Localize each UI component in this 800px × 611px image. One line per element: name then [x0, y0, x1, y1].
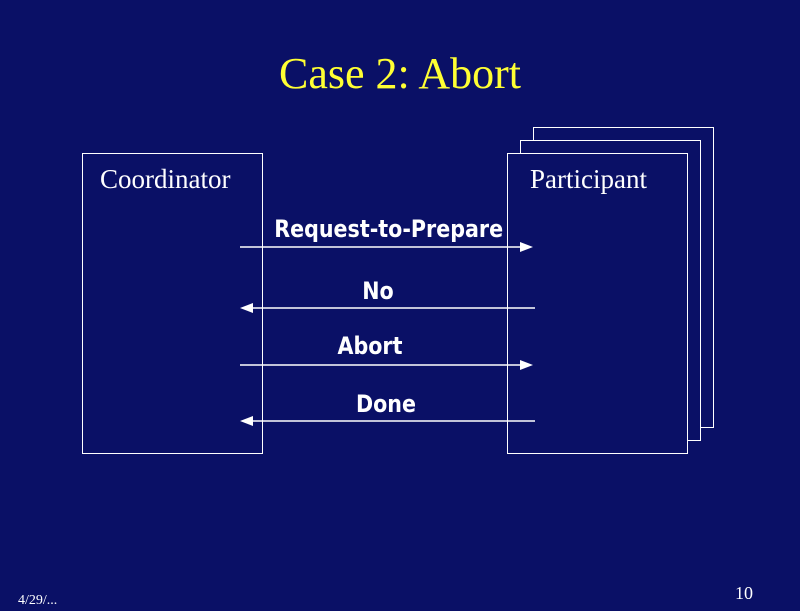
- coordinator-label: Coordinator: [100, 164, 231, 194]
- slide-page-number: 10: [735, 583, 753, 603]
- coordinator-box: [82, 153, 263, 454]
- arrowhead-no: [240, 303, 253, 313]
- arrowhead-done: [240, 416, 253, 426]
- message-label-done: Done: [355, 390, 417, 418]
- participant-label: Participant: [530, 164, 647, 194]
- footer-date: 4/29/...: [18, 593, 58, 608]
- arrowhead-abort: [520, 360, 533, 370]
- participant-box: [507, 153, 688, 454]
- arrowhead-request-to-prepare: [520, 242, 533, 252]
- slide-title: Case 2: Abort: [279, 49, 521, 98]
- message-label-request-to-prepare: Request-to-Prepare: [274, 215, 504, 243]
- message-label-abort: Abort: [337, 332, 403, 360]
- message-label-no: No: [362, 277, 394, 305]
